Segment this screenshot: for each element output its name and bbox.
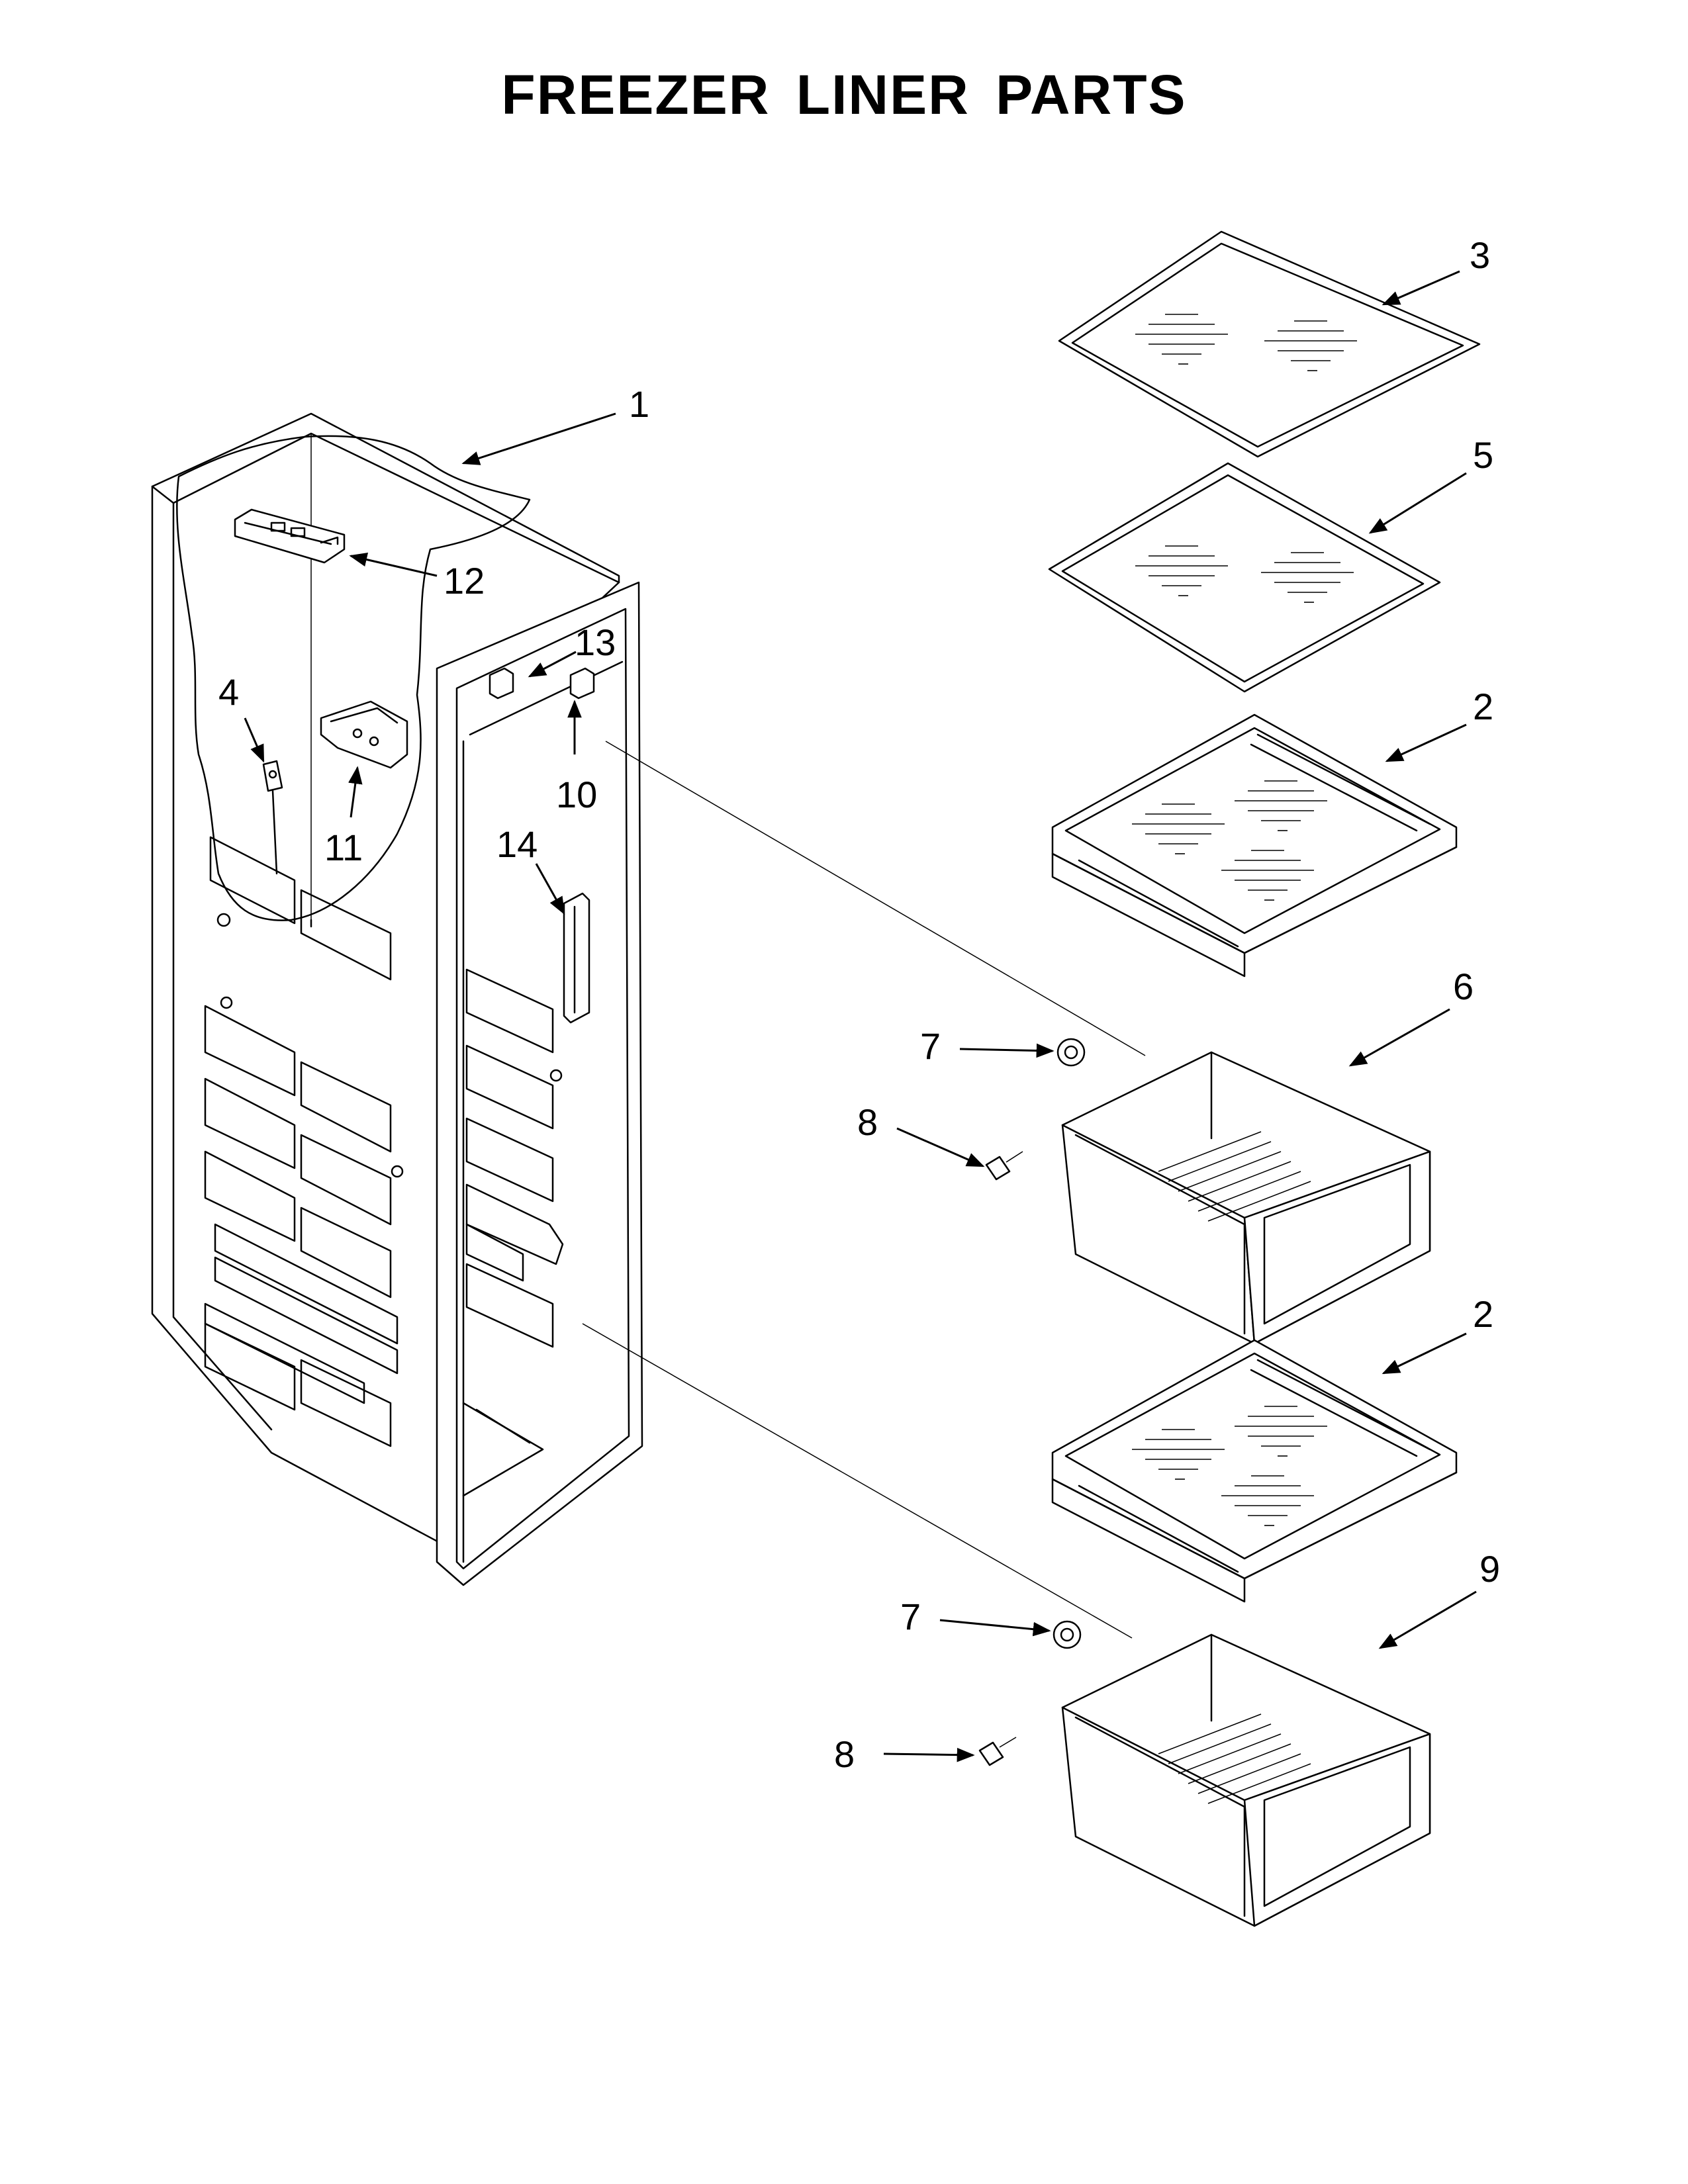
- axle-part-8-lower: [978, 1737, 1017, 1766]
- callout-2-upper: 2: [1473, 686, 1493, 727]
- callout-5: 5: [1473, 434, 1493, 476]
- callout-12: 12: [444, 560, 485, 602]
- freezer-liner: [151, 412, 643, 1586]
- page-title: FREEZER LINER PARTS: [501, 64, 1187, 126]
- callout-3: 3: [1470, 234, 1490, 276]
- callout-4: 4: [218, 671, 239, 713]
- roller-part-7-upper: [1056, 1038, 1086, 1067]
- light-housing-part-11: [320, 700, 408, 769]
- callout-1: 1: [629, 383, 649, 425]
- shelf-part-2-lower: [1051, 1339, 1458, 1603]
- thermistor-part-4: [262, 760, 283, 875]
- callout-10: 10: [556, 774, 597, 815]
- callout-7-upper: 7: [920, 1025, 941, 1067]
- callout-14: 14: [496, 823, 538, 865]
- callout-6: 6: [1453, 966, 1474, 1007]
- axle-part-8-upper: [985, 1151, 1023, 1181]
- callout-2-lower: 2: [1473, 1293, 1493, 1335]
- callout-9: 9: [1479, 1548, 1500, 1590]
- clip-part-13: [489, 667, 514, 700]
- callout-7-lower: 7: [900, 1596, 921, 1637]
- drawer-part-9: [1061, 1633, 1431, 1927]
- vent-part-14: [563, 892, 590, 1024]
- leader-arrows: [244, 270, 1477, 1762]
- glass-shelf-part-3: [1058, 230, 1481, 458]
- shelf-part-2-upper: [1051, 713, 1458, 978]
- liner-back-wall-panels: [204, 836, 564, 1447]
- control-housing-part-12: [234, 508, 346, 564]
- callout-13: 13: [575, 621, 616, 663]
- callout-11: 11: [324, 827, 363, 868]
- drawer-part-6: [1061, 1051, 1431, 1345]
- callout-8-upper: 8: [857, 1101, 878, 1143]
- roller-part-7-lower: [1053, 1620, 1082, 1649]
- glass-shelf-part-5: [1048, 462, 1441, 693]
- callout-8-lower: 8: [834, 1733, 855, 1775]
- clip-part-10: [569, 667, 595, 700]
